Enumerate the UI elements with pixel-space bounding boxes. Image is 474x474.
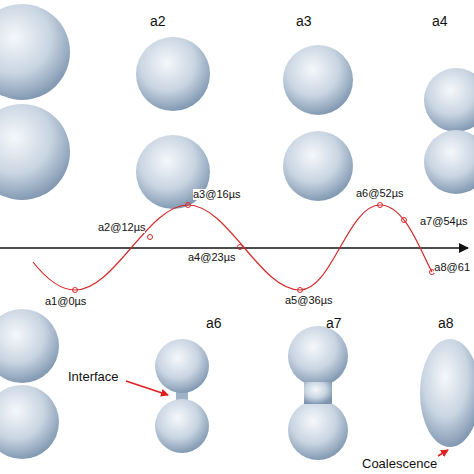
panel-label: a4 (432, 14, 448, 28)
coalesced-droplet (420, 339, 474, 447)
time-label: a5@36µs (285, 295, 332, 306)
time-label: a8@61 (434, 262, 470, 273)
leader-arrow (126, 381, 168, 395)
panel-label: a2 (150, 14, 166, 28)
panel-label: a8 (438, 316, 454, 330)
panel-label: a6 (206, 316, 222, 330)
droplet (0, 309, 59, 383)
droplet (424, 130, 474, 194)
droplet (288, 400, 348, 460)
time-markers (73, 203, 435, 293)
droplet (424, 68, 474, 132)
droplet (283, 45, 353, 115)
droplet (283, 131, 353, 201)
time-label: a7@54µs (420, 216, 467, 227)
panel-label: a7 (326, 316, 342, 330)
droplet (0, 4, 70, 100)
droplet (136, 37, 210, 111)
time-axis (0, 247, 468, 249)
droplet (155, 339, 209, 393)
callout-label: Interface (68, 370, 119, 383)
time-label: a6@52µs (356, 188, 403, 199)
time-label: a4@23µs (188, 252, 235, 263)
liquid-neck (304, 382, 332, 404)
callout-label: Coalescence (362, 457, 437, 470)
panel-label: a3 (296, 14, 312, 28)
droplet (288, 326, 348, 386)
droplet (0, 385, 59, 459)
droplet (155, 399, 209, 453)
leader-arrow (438, 450, 448, 456)
time-label: a1@0µs (45, 296, 86, 307)
time-label: a3@16µs (193, 189, 240, 200)
droplet (0, 104, 70, 200)
acoustic-wave (33, 205, 432, 290)
time-label: a2@12µs (98, 222, 145, 233)
